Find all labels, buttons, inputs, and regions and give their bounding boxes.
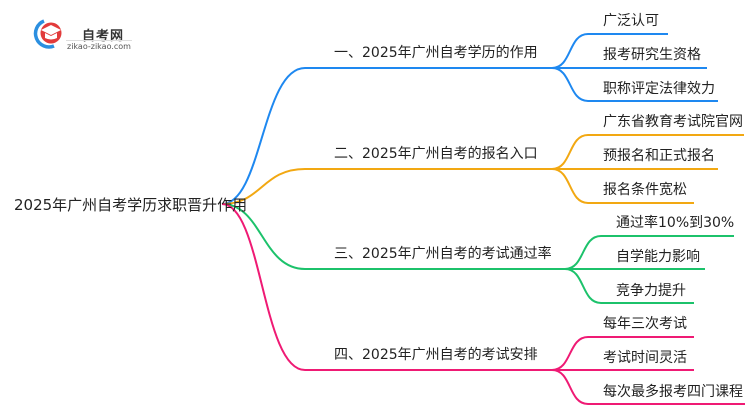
leaf-1-2[interactable]: 报考研究生资格 <box>603 47 701 63</box>
leaf-1-1[interactable]: 广泛认可 <box>603 13 659 29</box>
branch-1-label[interactable]: 一、2025年广州自考学历的作用 <box>334 45 538 61</box>
leaf-4-2[interactable]: 考试时间灵活 <box>603 350 687 366</box>
connector-branch-4 <box>221 203 552 371</box>
leaf-3-1[interactable]: 通过率10%到30% <box>616 215 735 231</box>
leaf-3-2[interactable]: 自学能力影响 <box>616 249 700 265</box>
branch-2-label[interactable]: 二、2025年广州自考的报名入口 <box>334 146 538 162</box>
connector-branch-3 <box>221 203 565 270</box>
connector-branch-2 <box>221 168 552 205</box>
mindmap-root[interactable]: 2025年广州自考学历求职晋升作用 <box>14 196 248 214</box>
leaf-1-3[interactable]: 职称评定法律效力 <box>603 81 715 97</box>
leaf-2-2[interactable]: 预报名和正式报名 <box>603 148 715 164</box>
leaf-4-3[interactable]: 每次最多报考四门课程 <box>603 384 743 400</box>
branch-3-label[interactable]: 三、2025年广州自考的考试通过率 <box>334 246 552 262</box>
connector-branch-1 <box>221 67 552 205</box>
logo-divider <box>66 40 132 41</box>
leaf-4-1[interactable]: 每年三次考试 <box>603 316 687 332</box>
leaf-2-3[interactable]: 报名条件宽松 <box>603 182 687 198</box>
branch-4-label[interactable]: 四、2025年广州自考的考试安排 <box>334 347 538 363</box>
leaf-2-1[interactable]: 广东省教育考试院官网 <box>603 114 743 130</box>
graduation-cap-icon <box>33 19 62 49</box>
leaf-3-3[interactable]: 竞争力提升 <box>616 283 686 299</box>
logo-url: zikao-zikao.com <box>67 42 131 51</box>
